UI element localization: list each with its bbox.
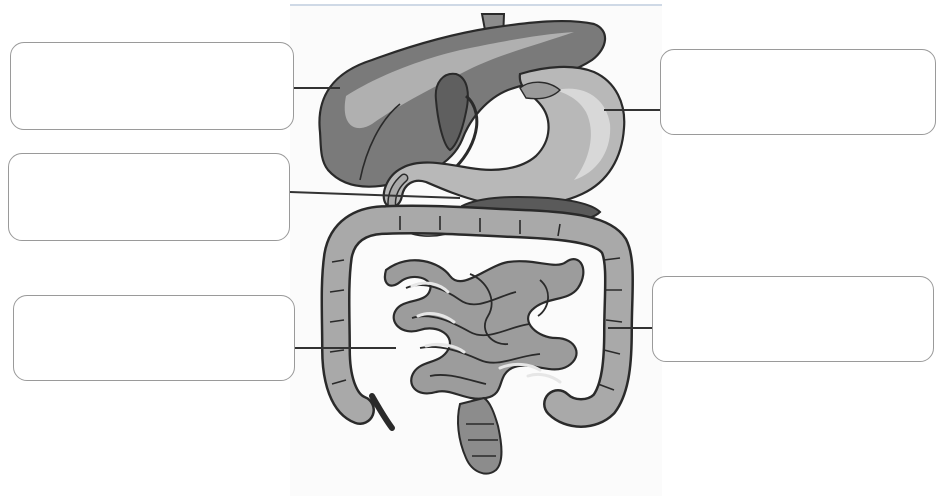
- appendix: [372, 396, 392, 428]
- label-box-middle-left[interactable]: [8, 153, 290, 241]
- leader-line-middle-left: [290, 192, 460, 198]
- label-box-top-right[interactable]: [660, 49, 936, 135]
- label-box-bottom-left[interactable]: [13, 295, 295, 381]
- label-box-top-left[interactable]: [10, 42, 294, 130]
- label-box-bottom-right[interactable]: [652, 276, 934, 362]
- rectum: [458, 398, 502, 474]
